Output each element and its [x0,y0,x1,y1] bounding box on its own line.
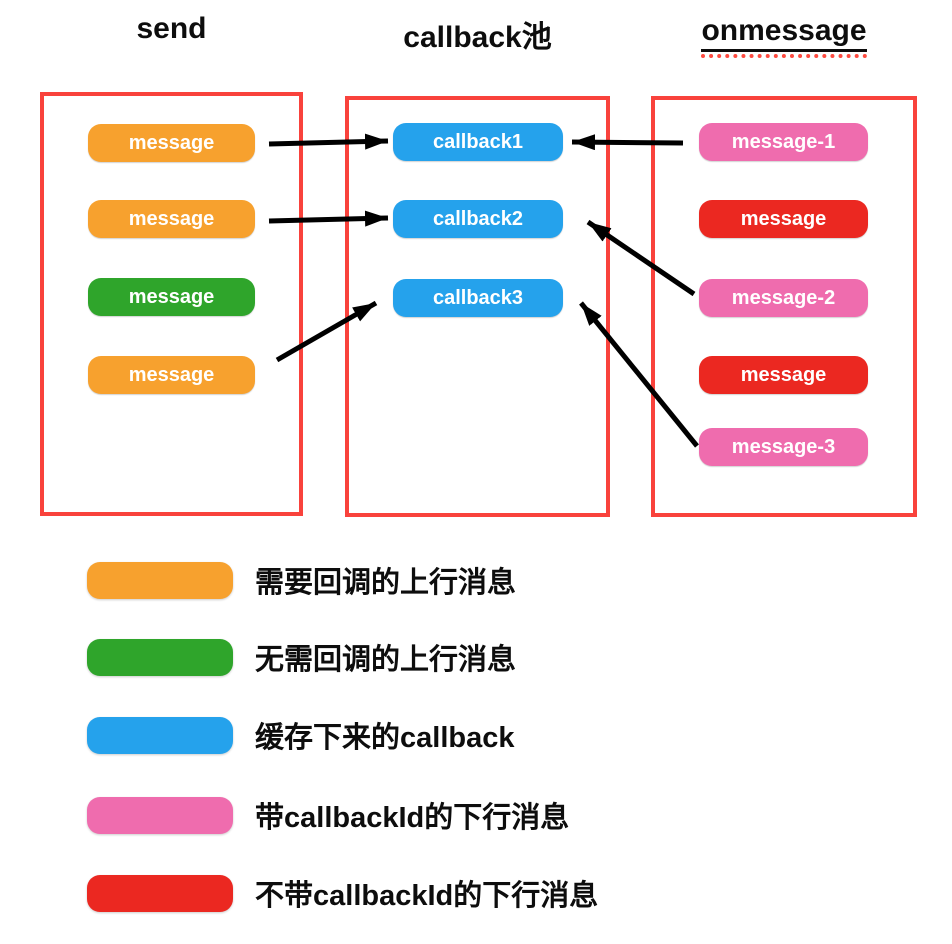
onmessage-pill-message-2: message-2 [699,279,868,317]
column-title-callback-pool: callback池 [403,21,552,54]
send-pill-message-1: message [88,124,255,162]
legend-swatch-pink [87,796,233,834]
legend-swatch-blue [87,716,233,754]
onmessage-pill-message-3: message-3 [699,428,868,466]
onmessage-pill-message-red-1: message [699,200,868,238]
callback-pool-pill-callback3: callback3 [393,279,563,317]
onmessage-pill-message-1: message-1 [699,123,868,161]
legend-row-red: 不带callbackId的下行消息 [87,872,598,914]
legend-swatch-orange [87,561,233,599]
callback-pool-pill-callback1: callback1 [393,123,563,161]
legend-row-green: 无需回调的上行消息 [87,636,516,678]
column-title-send: send [136,12,207,45]
legend-label-blue: 缓存下来的callback [255,722,515,754]
legend-row-orange: 需要回调的上行消息 [87,559,516,601]
legend-label-green: 无需回调的上行消息 [255,644,517,676]
callback-pool-pill-callback2: callback2 [393,200,563,238]
send-pill-message-2: message [88,200,255,238]
column-title-onmessage: onmessage [651,14,917,58]
onmessage-title-text: onmessage [701,14,867,52]
onmessage-red-dotted-underline: onmessage [701,14,867,58]
legend-swatch-red [87,874,233,912]
legend-label-orange: 需要回调的上行消息 [255,567,517,599]
legend-label-red: 不带callbackId的下行消息 [255,880,599,912]
send-pill-message-3: message [88,278,255,316]
send-pill-message-4: message [88,356,255,394]
onmessage-pill-message-red-2: message [699,356,868,394]
legend-row-pink: 带callbackId的下行消息 [87,794,569,836]
legend-swatch-green [87,638,233,676]
legend-label-pink: 带callbackId的下行消息 [255,802,570,834]
legend-row-blue: 缓存下来的callback [87,714,514,756]
